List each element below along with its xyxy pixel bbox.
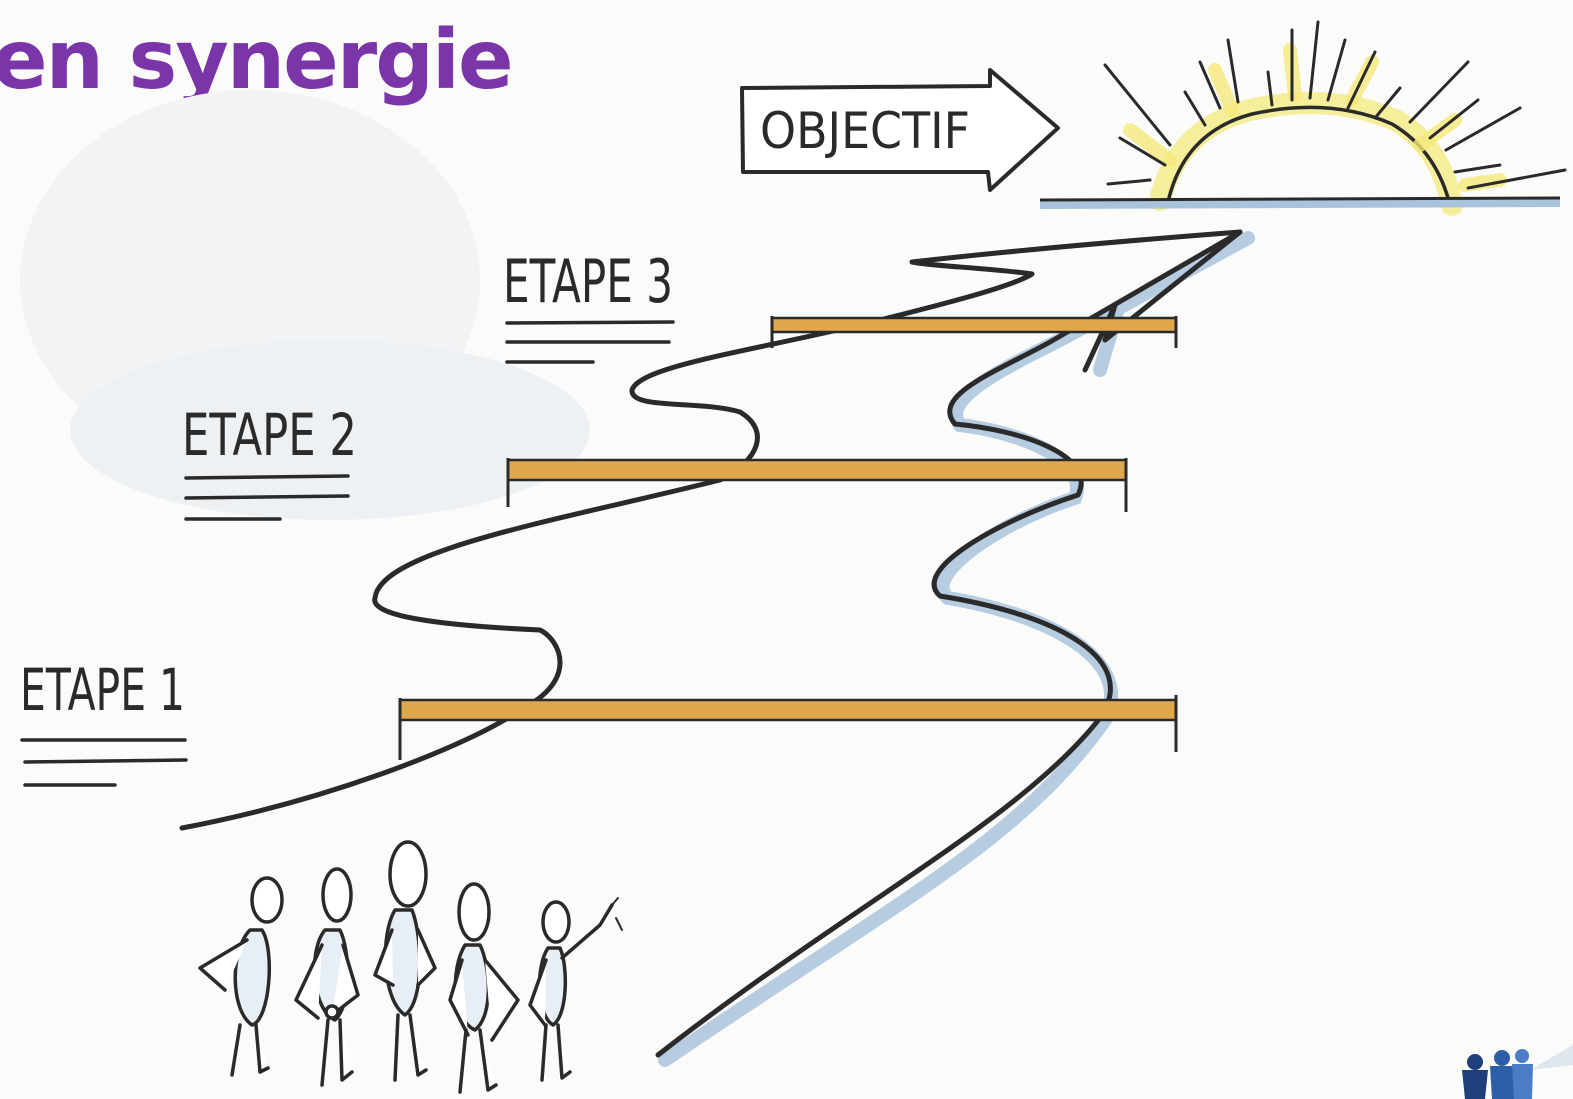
step-2-label: ETAPE 2 xyxy=(182,401,357,469)
step-bar-2 xyxy=(506,458,1128,512)
person-4 xyxy=(448,882,520,1094)
sun-icon xyxy=(1039,20,1567,216)
step-1-label: ETAPE 1 xyxy=(20,656,185,724)
road-shadow xyxy=(658,231,1255,1067)
puzzle-people-logo-icon xyxy=(1462,1045,1573,1099)
objective-arrow: OBJECTIF xyxy=(740,68,1060,192)
step-bar-3 xyxy=(770,316,1178,348)
person-3 xyxy=(373,840,437,1082)
step-bar-1 xyxy=(398,695,1178,760)
step-label-3: ETAPE 3 xyxy=(503,247,675,364)
step-label-2: ETAPE 2 xyxy=(182,401,357,521)
person-1 xyxy=(198,876,284,1077)
person-5 xyxy=(528,897,623,1082)
step-3-label: ETAPE 3 xyxy=(503,247,673,317)
objective-label: OBJECTIF xyxy=(760,102,970,160)
people-group-icon xyxy=(198,840,623,1094)
person-2 xyxy=(294,867,360,1087)
step-label-1: ETAPE 1 xyxy=(20,656,188,787)
background-wash-2 xyxy=(70,340,590,520)
